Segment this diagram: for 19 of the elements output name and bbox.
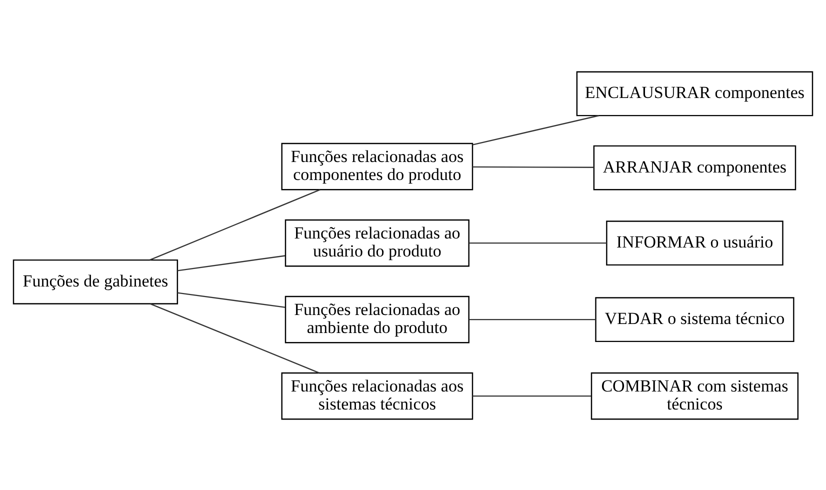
node-box: Funções relacionadas ao usuário do produto <box>284 218 470 266</box>
connector <box>472 114 599 145</box>
connector <box>150 188 320 260</box>
connector <box>177 292 286 308</box>
node-box: INFORMAR o usuário <box>606 220 784 266</box>
node-box: ARRANJAR componentes <box>593 144 796 190</box>
connector <box>469 318 596 320</box>
node-box: Funções relacionadas ao ambiente do produto <box>284 295 470 343</box>
connector <box>150 302 320 373</box>
node-box: VEDAR o sistema técnico <box>595 296 794 342</box>
connector <box>177 254 286 271</box>
node-box: COMBINAR com sistemas técnicos <box>590 372 799 420</box>
node-box: Funções relacionadas aos componentes do produto <box>281 142 474 190</box>
node-box: Funções de gabinetes <box>12 258 178 304</box>
connector <box>472 394 592 396</box>
node-box: Funções relacionadas aos sistemas técnicos <box>281 372 474 420</box>
connector <box>472 166 594 168</box>
node-box: ENCLAUSURAR componentes <box>576 70 814 116</box>
connector <box>469 242 607 244</box>
